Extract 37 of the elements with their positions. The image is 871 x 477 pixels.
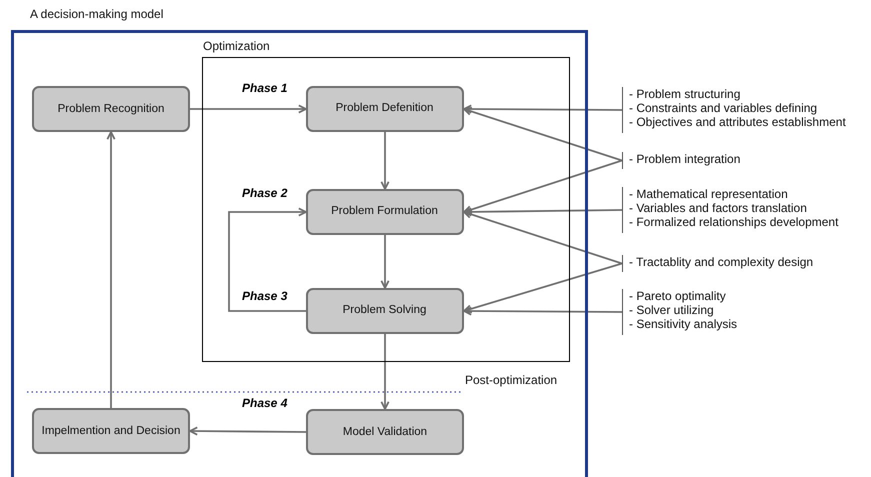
process-box: Problem Formulation xyxy=(306,188,464,234)
process-box: Problem Defenition xyxy=(306,86,464,132)
group-heading: Optimization xyxy=(203,39,270,53)
arrow xyxy=(190,104,307,114)
phase-label: Phase 4 xyxy=(242,396,288,410)
section-label: Post-optimization xyxy=(465,373,558,387)
diagram-heading: A decision-making model xyxy=(30,7,164,21)
arrow xyxy=(463,306,622,316)
arrow xyxy=(228,208,307,312)
arrow xyxy=(463,104,622,114)
note-text: - Tractablity and complexity design xyxy=(629,255,814,269)
phase-label: Phase 2 xyxy=(242,186,288,200)
process-box: Impelmention and Decision xyxy=(32,408,190,454)
arrow xyxy=(380,334,390,410)
note-text: - Sensitivity analysis xyxy=(629,317,738,331)
phase-label: Phase 1 xyxy=(242,81,288,95)
arrow xyxy=(463,160,622,214)
note-text: - Mathematical representation xyxy=(629,187,789,201)
arrow xyxy=(463,262,622,314)
process-box: Problem Recognition xyxy=(32,86,190,132)
note-text: - Constraints and variables defining xyxy=(629,101,818,115)
process-box: Problem Solving xyxy=(306,288,464,334)
note-text: - Problem structuring xyxy=(629,87,742,101)
note-text: - Formalized relationships development xyxy=(629,215,840,229)
arrow xyxy=(463,210,622,264)
note-text: - Solver utilizing xyxy=(629,303,715,317)
arrow xyxy=(380,235,390,289)
note-text: - Problem integration xyxy=(629,152,742,166)
note-text: - Pareto optimality xyxy=(629,289,727,303)
arrow xyxy=(189,426,306,436)
arrow xyxy=(380,132,390,190)
note-text: - Variables and factors translation xyxy=(629,201,808,215)
phase-label: Phase 3 xyxy=(242,289,288,303)
process-box: Model Validation xyxy=(306,409,464,455)
arrow xyxy=(463,106,622,162)
note-text: - Objectives and attributes establishment xyxy=(629,115,847,129)
arrow xyxy=(106,131,116,408)
